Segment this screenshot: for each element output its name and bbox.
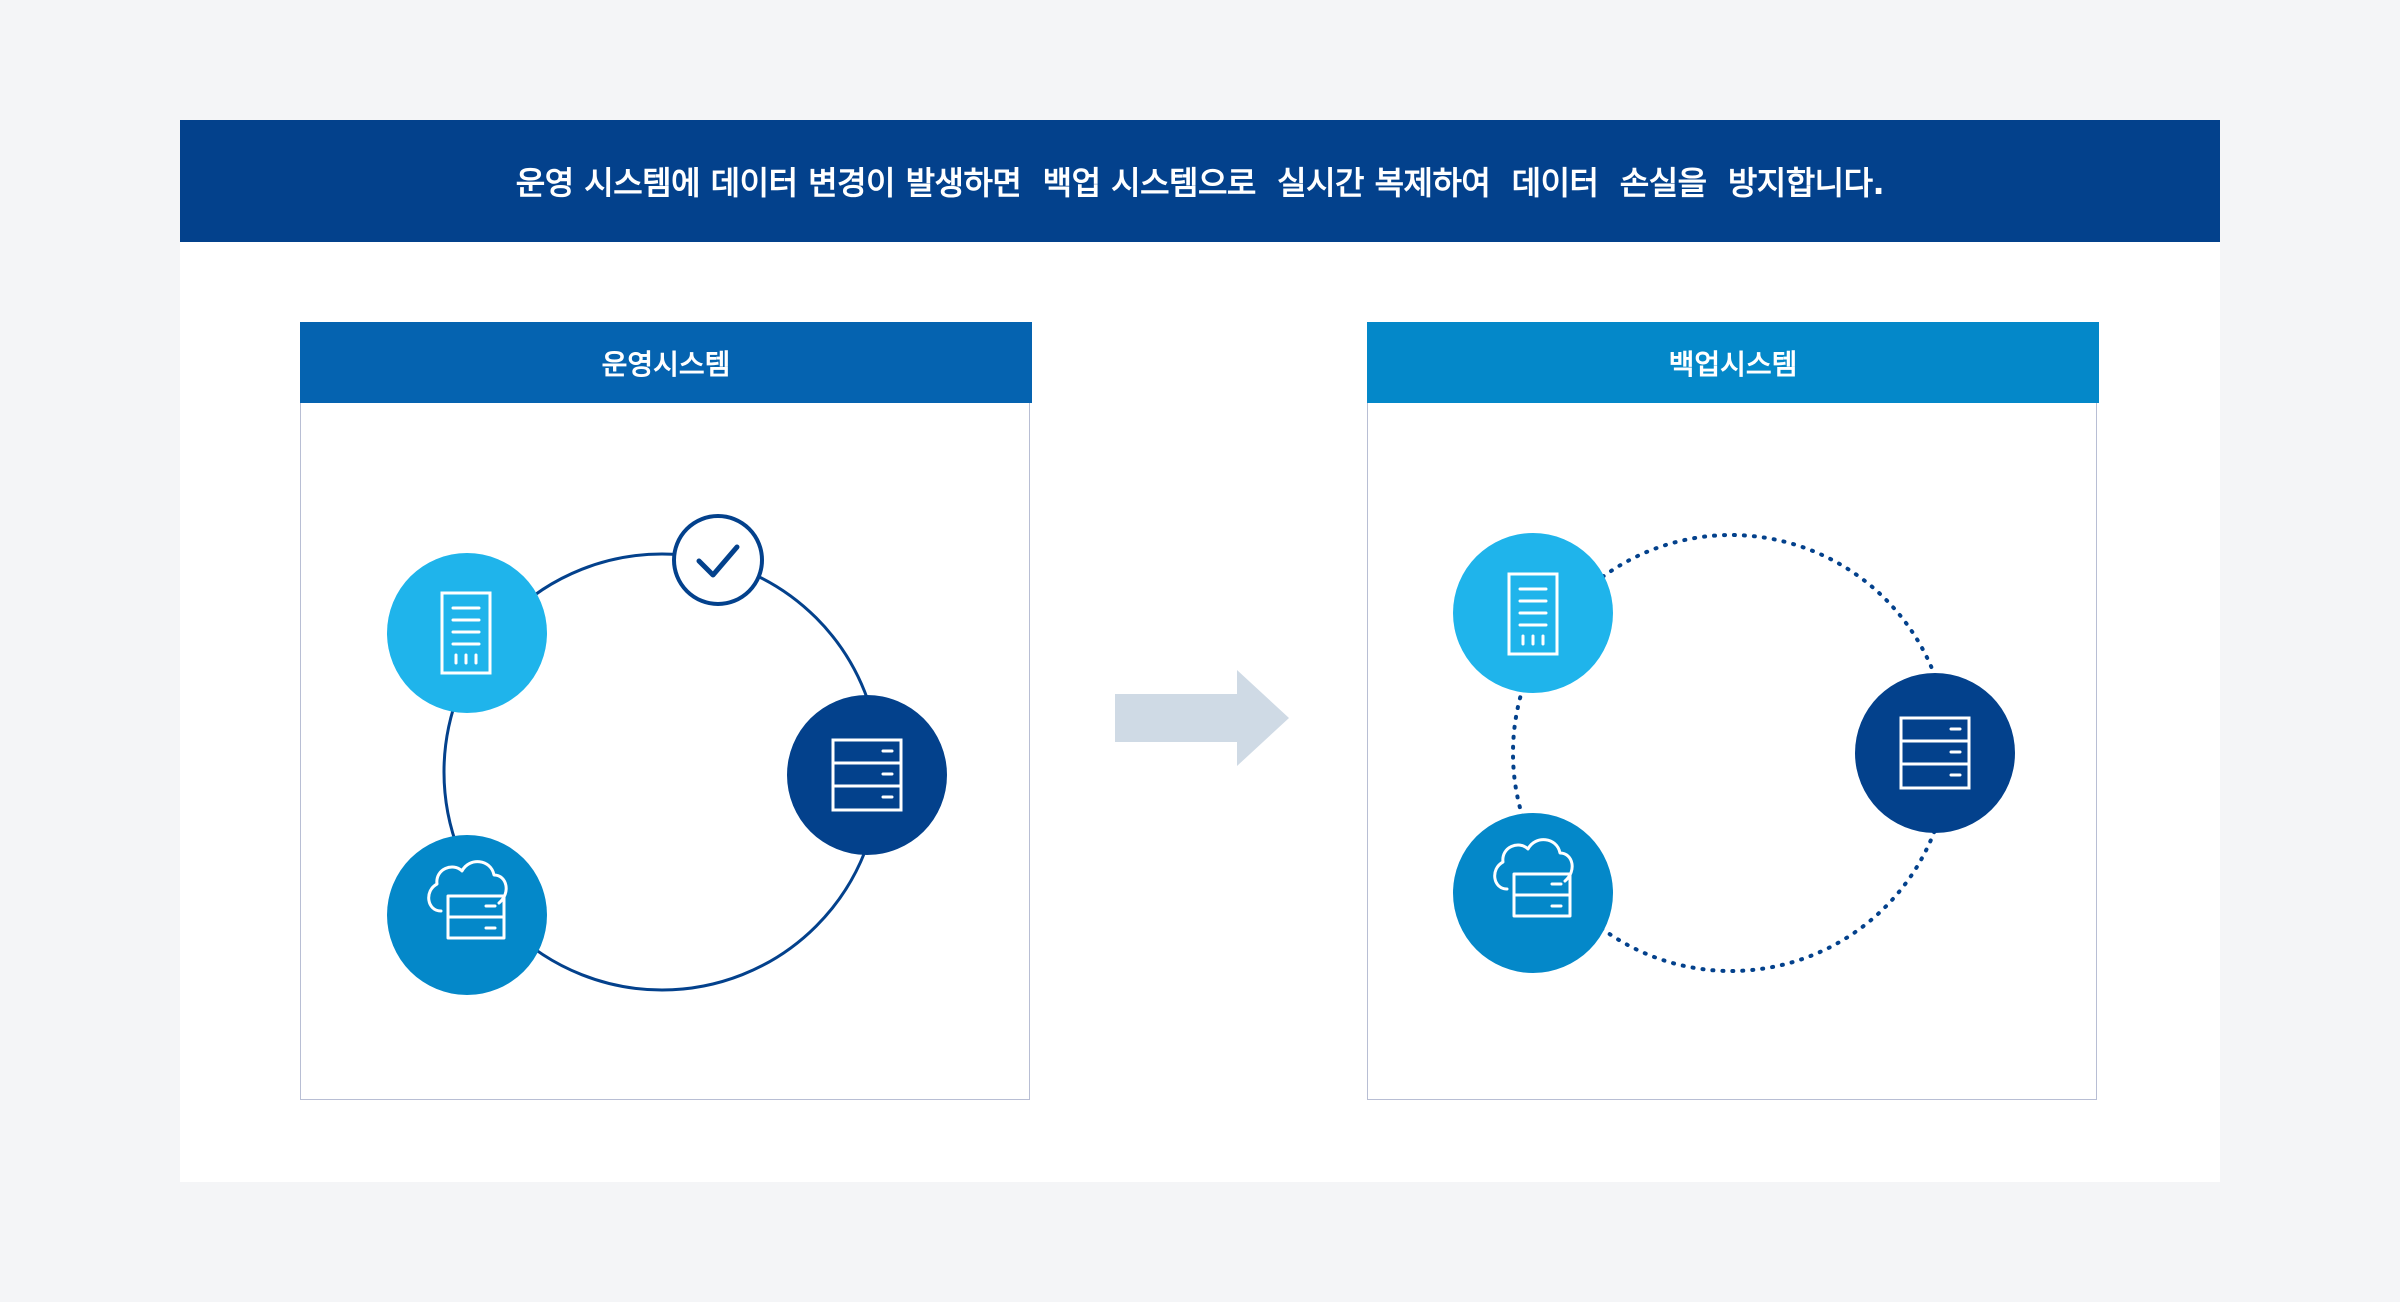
cloud-server-icon (1493, 838, 1574, 918)
server-tower-node (387, 553, 547, 713)
diagram-card: 운영 시스템에 데이터 변경이 발생하면 백업 시스템으로 실시간 복제하여 데… (180, 120, 2220, 1182)
operation-system-diagram (387, 514, 947, 995)
check-icon (672, 514, 764, 606)
server-tower-node (1453, 533, 1613, 693)
server-tower-icon (440, 591, 492, 675)
server-tower-icon (1507, 572, 1559, 656)
cloud-server-node (387, 835, 547, 995)
storage-rack-node (1855, 673, 2015, 833)
storage-rack-node (787, 695, 947, 855)
backup-system-title: 백업시스템 (1367, 322, 2099, 403)
operation-system-title: 운영시스템 (300, 322, 1032, 403)
operation-system-panel: 운영시스템 (300, 322, 1032, 1100)
banner-description: 운영 시스템에 데이터 변경이 발생하면 백업 시스템으로 실시간 복제하여 데… (180, 120, 2220, 242)
storage-rack-icon (831, 738, 903, 812)
backup-system-diagram (1453, 533, 2015, 973)
cloud-server-icon (427, 860, 508, 940)
right-arrow-icon (1115, 670, 1289, 766)
backup-system-panel: 백업시스템 (1367, 322, 2099, 1100)
cloud-server-node (1453, 813, 1613, 973)
storage-rack-icon (1899, 716, 1971, 790)
